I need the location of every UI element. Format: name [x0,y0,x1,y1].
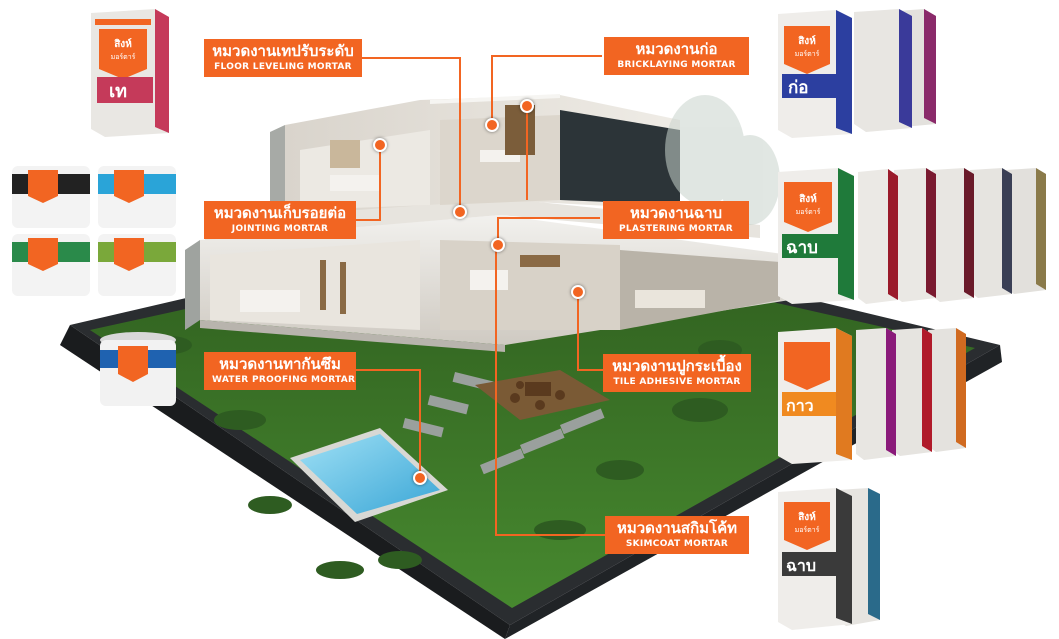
label-plastering[interactable]: หมวดงานฉาบ PLASTERING MORTAR [603,201,749,239]
svg-text:กาว: กาว [786,396,814,415]
marker-tile-adhesive[interactable] [571,285,585,299]
label-jointing[interactable]: หมวดงานเก็บรอยต่อ JOINTING MORTAR [204,201,356,239]
marker-floor-leveling[interactable] [453,205,467,219]
label-english: WATER PROOFING MORTAR [212,375,356,385]
svg-text:สิงห์: สิงห์ [798,35,816,47]
svg-text:สิงห์: สิงห์ [799,193,817,205]
svg-text:มอร์ตาร์: มอร์ตาร์ [795,50,820,58]
label-bricklaying[interactable]: หมวดงานก่อ BRICKLAYING MORTAR [604,37,749,75]
svg-text:มอร์ตาร์: มอร์ตาร์ [796,208,821,216]
label-english: BRICKLAYING MORTAR [617,60,736,70]
marker-bricklaying-2[interactable] [520,99,534,113]
svg-text:ฉาบ: ฉาบ [786,556,816,575]
product-plastering-bags: สิงห์ มอร์ตาร์ ฉาบ [778,168,1046,304]
label-thai: หมวดงานทากันซึม [219,355,341,373]
label-tile-adhesive[interactable]: หมวดงานปูกระเบื้อง TILE ADHESIVE MORTAR [603,354,751,392]
label-thai: หมวดงานปูกระเบื้อง [612,357,742,375]
svg-text:มอร์ตาร์: มอร์ตาร์ [795,526,820,534]
outdoor-dining-set [510,381,565,410]
marker-jointing[interactable] [373,138,387,152]
label-thai: หมวดงานก่อ [635,40,718,58]
label-skimcoat[interactable]: หมวดงานสกิมโค้ท SKIMCOAT MORTAR [605,516,749,554]
label-english: SKIMCOAT MORTAR [625,539,729,549]
svg-text:สิงห์: สิงห์ [114,38,132,50]
product-tile-adhesive-bags: กาว [778,328,966,464]
label-thai: หมวดงานฉาบ [629,204,723,222]
swimming-pool [290,428,448,522]
product-bricklaying-bags: สิงห์ มอร์ตาร์ ก่อ [778,9,936,138]
label-thai: หมวดงานสกิมโค้ท [616,519,738,537]
marker-plastering[interactable] [491,238,505,252]
marker-bricklaying[interactable] [485,118,499,132]
product-floor-leveling-bag: สิงห์ มอร์ตาร์ เท [91,9,169,137]
label-english: JOINTING MORTAR [231,224,329,234]
upper-floor [270,94,680,220]
label-english: FLOOR LEVELING MORTAR [214,62,352,72]
product-waterproofing-tub [100,332,176,406]
svg-text:ก่อ: ก่อ [788,78,809,98]
label-thai: หมวดงานเทปรับระดับ [212,42,354,60]
svg-text:สิงห์: สิงห์ [798,511,816,523]
label-water-proofing[interactable]: หมวดงานทากันซึม WATER PROOFING MORTAR [204,352,356,390]
product-skimcoat-bags: สิงห์ มอร์ตาร์ ฉาบ [778,488,880,630]
garden-path [402,372,605,475]
marker-water-proofing[interactable] [413,471,427,485]
label-floor-leveling[interactable]: หมวดงานเทปรับระดับ FLOOR LEVELING MORTAR [204,39,362,77]
label-thai: หมวดงานเก็บรอยต่อ [213,204,347,222]
leader-lines [356,55,605,536]
svg-text:เท: เท [109,81,127,102]
product-jointing-tubs [12,166,176,296]
svg-text:ฉาบ: ฉาบ [786,238,818,258]
label-english: PLASTERING MORTAR [619,224,733,234]
svg-text:มอร์ตาร์: มอร์ตาร์ [111,53,136,61]
lower-floor [185,215,790,352]
label-english: TILE ADHESIVE MORTAR [613,377,741,387]
